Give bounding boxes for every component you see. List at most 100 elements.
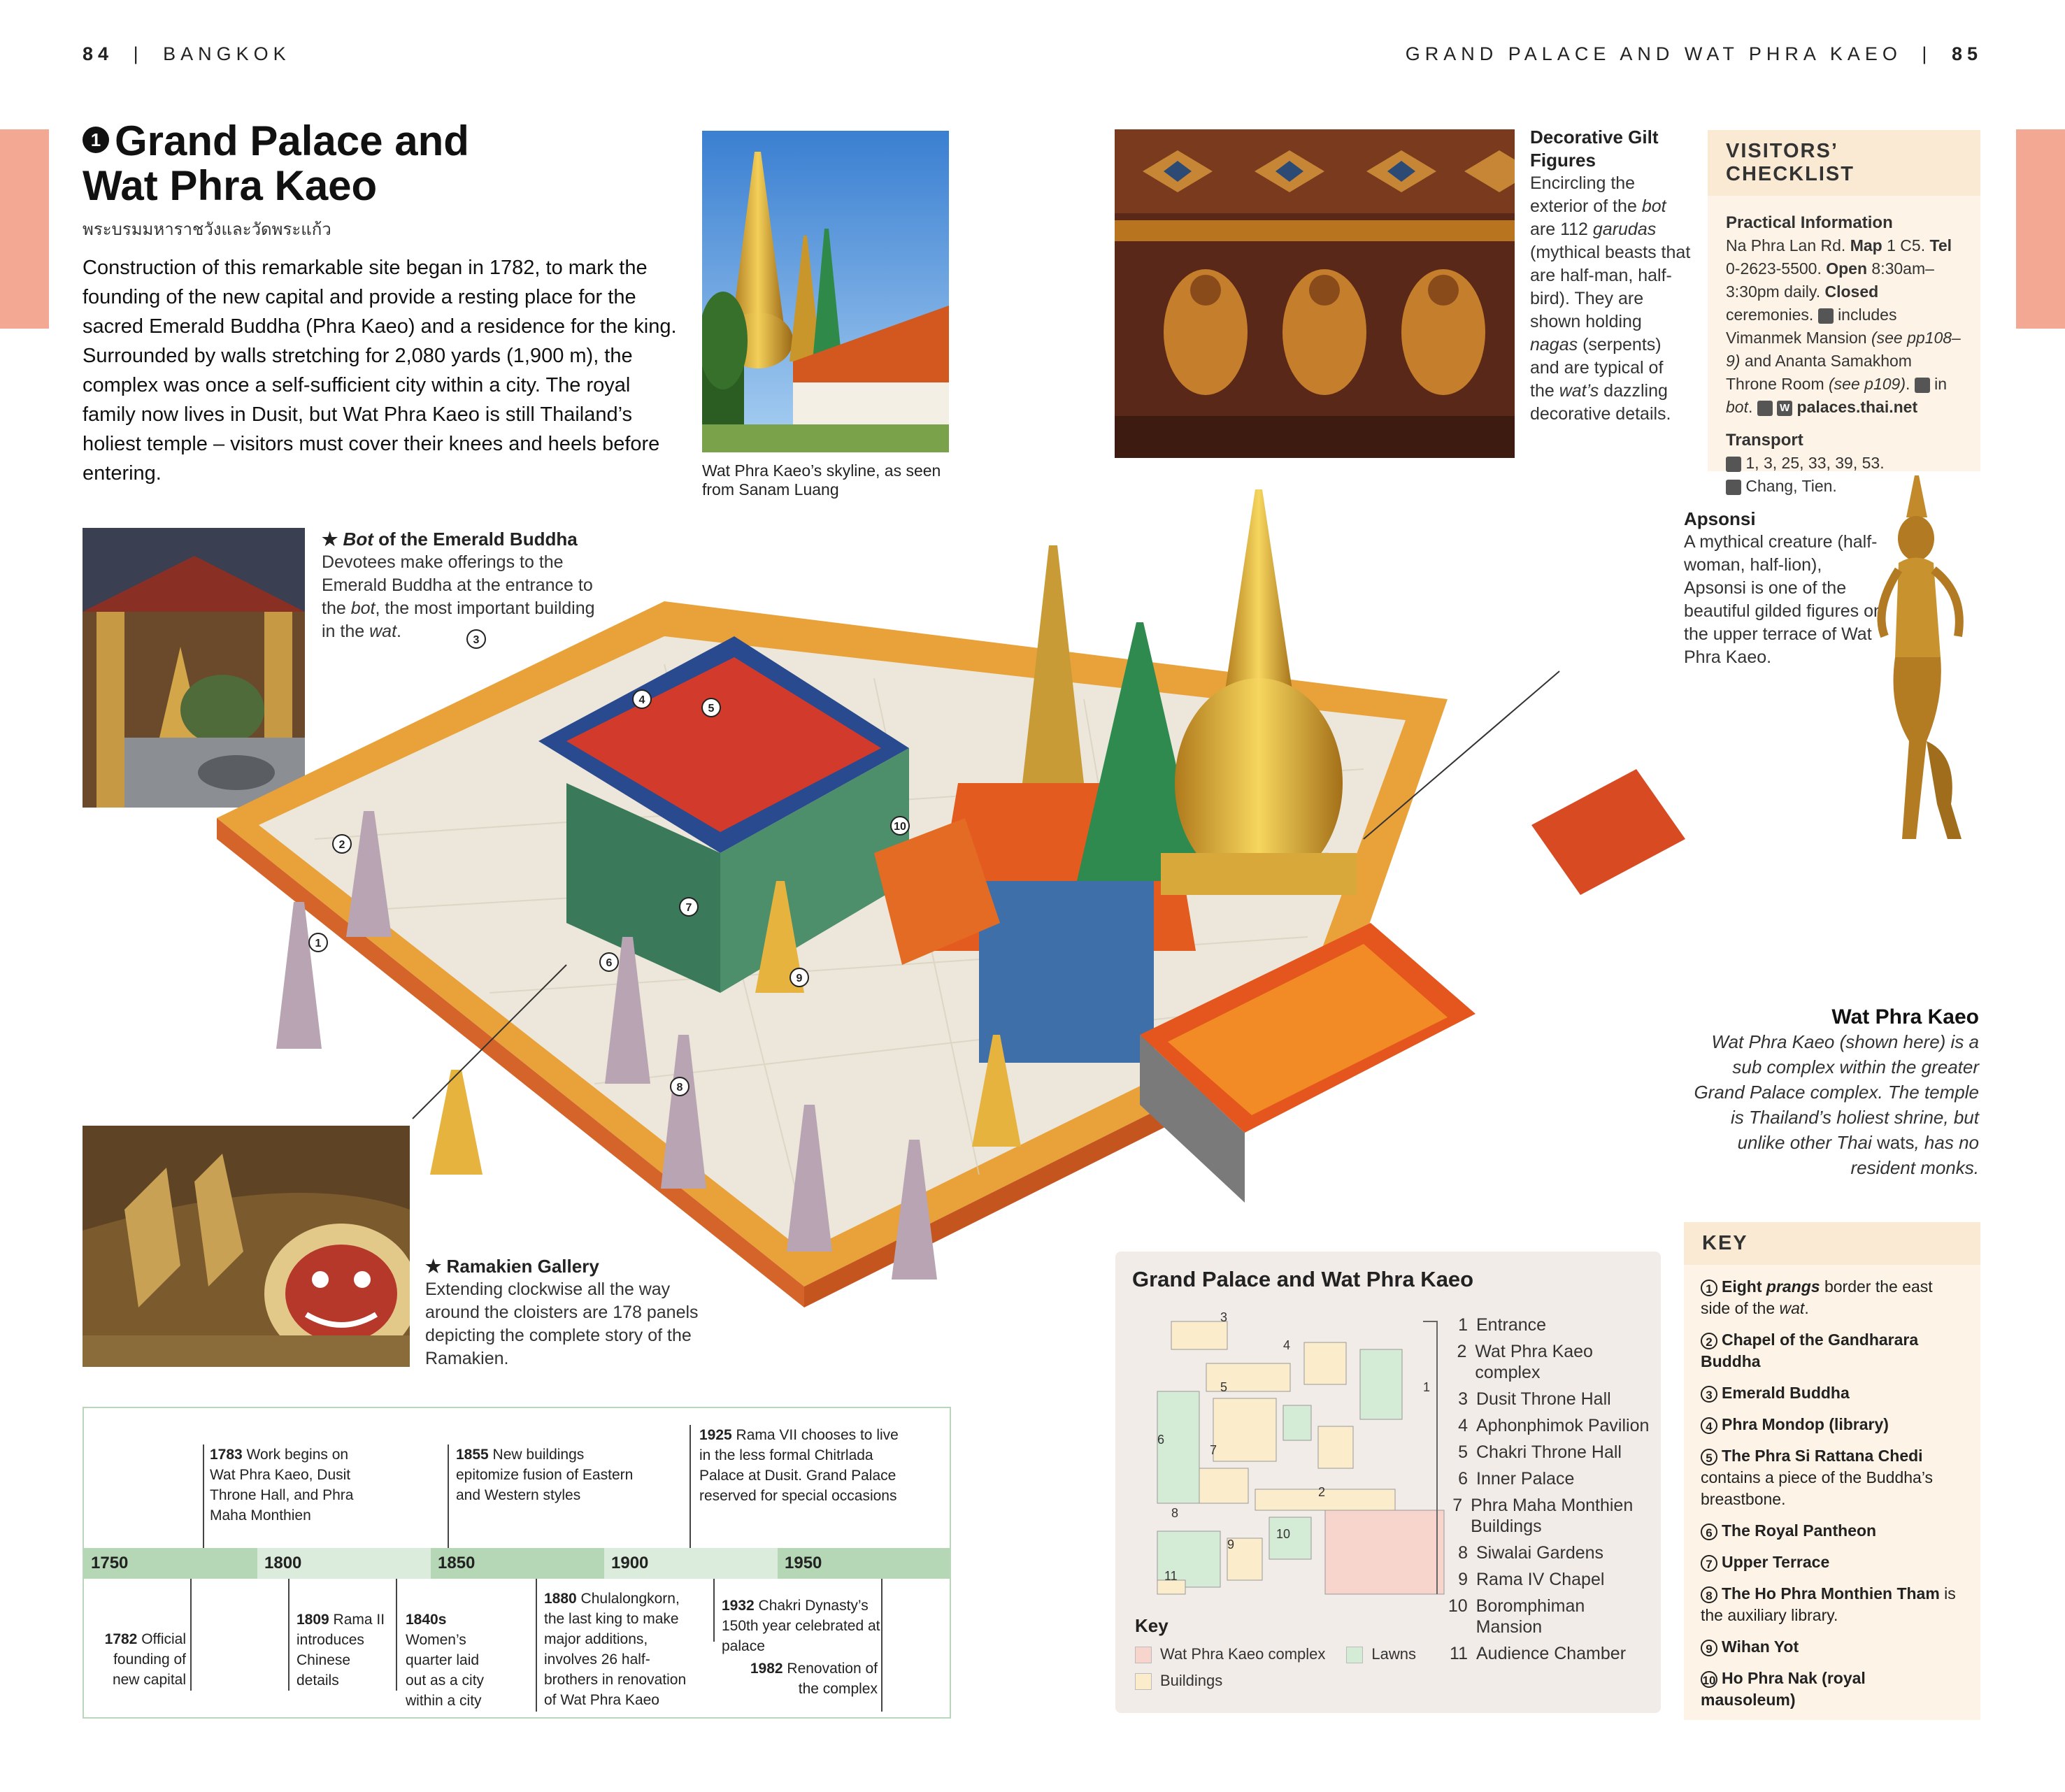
site-map-marker: 7 bbox=[1210, 1443, 1217, 1457]
legend-item: Wat Phra Kaeo complex bbox=[1135, 1644, 1325, 1665]
ramakien-photo bbox=[83, 1126, 410, 1367]
practical-information: Practical Information Na Phra Lan Rd. Ma… bbox=[1708, 196, 1980, 498]
timeline-event-above: 1925 Rama VII chooses to live in the les… bbox=[699, 1427, 899, 1504]
svg-text:3: 3 bbox=[473, 634, 480, 646]
svg-text:6: 6 bbox=[606, 957, 613, 969]
right-page-number: 85 bbox=[1951, 43, 1982, 64]
timeline-decade: 1850 bbox=[431, 1548, 604, 1579]
bot-photo bbox=[83, 528, 305, 808]
illustration-marker: 4 bbox=[632, 689, 652, 709]
skyline-photo bbox=[702, 131, 949, 452]
left-section-name: BANGKOK bbox=[163, 43, 291, 64]
timeline-event-below: 1809 Rama II introduces Chinese details bbox=[296, 1612, 385, 1689]
gilt-figures-title: Decorative Gilt Figures bbox=[1530, 127, 1659, 171]
intro-paragraph: Construction of this remarkable site beg… bbox=[83, 257, 677, 485]
boat-icon bbox=[1726, 479, 1741, 495]
star-icon: ★ bbox=[425, 1256, 442, 1277]
ramakien-label: ★ Ramakien Gallery Extending clockwise a… bbox=[425, 1255, 705, 1370]
legend-swatch-lawns bbox=[1346, 1647, 1364, 1664]
history-timeline: 1783 Work begins on Wat Phra Kaeo, Dusit… bbox=[83, 1407, 951, 1719]
practical-information-heading: Practical Information bbox=[1726, 213, 1893, 232]
left-page-header: 84 | BANGKOK bbox=[83, 43, 291, 64]
transport-heading: Transport bbox=[1726, 431, 1803, 450]
skyline-caption: Wat Phra Kaeo’s skyline, as seen from Sa… bbox=[702, 461, 941, 499]
timeline-event-above: 1855 New buildings epitomize fusion of E… bbox=[456, 1447, 634, 1503]
bus-info: 1, 3, 25, 33, 39, 53. bbox=[1726, 452, 1962, 475]
svg-text:7: 7 bbox=[686, 902, 692, 914]
timeline-decade: 1950 bbox=[778, 1548, 950, 1579]
timeline-event-above: 1783 Work begins on Wat Phra Kaeo, Dusit… bbox=[210, 1447, 354, 1524]
no-photography-icon bbox=[1914, 377, 1930, 393]
illustration-marker: 1 bbox=[308, 933, 328, 952]
website-link[interactable]: palaces.thai.net bbox=[1796, 398, 1918, 416]
key-heading: KEY bbox=[1684, 1222, 1980, 1265]
illustration-marker: 10 bbox=[890, 816, 910, 836]
timeline-bar: 1750 1800 1850 1900 1950 bbox=[84, 1548, 950, 1579]
svg-text:8: 8 bbox=[677, 1082, 683, 1094]
title-number: 1 bbox=[83, 127, 109, 154]
bot-body: Devotees make offerings to the Emerald B… bbox=[322, 552, 595, 641]
timeline-decade: 1900 bbox=[604, 1548, 778, 1579]
gilt-figures-photo bbox=[1115, 129, 1515, 458]
ramakien-mural-art bbox=[83, 1126, 410, 1367]
illustration-marker: 2 bbox=[332, 834, 352, 854]
illustration-marker: 5 bbox=[701, 698, 721, 717]
svg-text:2: 2 bbox=[339, 839, 345, 851]
thai-title: พระบรมมหาราชวังและวัดพระแก้ว bbox=[83, 220, 331, 239]
site-map-legend: Key Wat Phra Kaeo complex Lawns Building… bbox=[1135, 1615, 1443, 1691]
legend-item: Lawns bbox=[1346, 1644, 1416, 1665]
ramakien-title: ★ Ramakien Gallery bbox=[425, 1256, 599, 1277]
bot-photo-art bbox=[83, 528, 305, 808]
ramakien-body: Extending clockwise all the way around t… bbox=[425, 1280, 699, 1368]
practical-information-body: Na Phra Lan Rd. Map 1 C5. Tel 0-2623-550… bbox=[1726, 236, 1961, 416]
bot-label: ★ Bot of the Emerald Buddha Devotees mak… bbox=[322, 528, 601, 643]
title-line-2: Wat Phra Kaeo bbox=[83, 162, 378, 209]
site-map-marker: 11 bbox=[1164, 1569, 1178, 1583]
apsonsi-title: Apsonsi bbox=[1684, 508, 1756, 529]
timeline-event-below: 1982 Renovation of the complex bbox=[750, 1661, 878, 1697]
wat-phra-kaeo-title: Wat Phra Kaeo bbox=[1831, 1005, 1979, 1028]
illustration-marker: 7 bbox=[679, 897, 699, 917]
svg-text:4: 4 bbox=[639, 694, 645, 706]
left-edge-tab bbox=[0, 129, 49, 329]
site-map-marker: 3 bbox=[1220, 1310, 1227, 1324]
timeline-event-below: 1880 Chulalongkorn, the last king to mak… bbox=[544, 1591, 687, 1708]
shop-icon bbox=[1757, 400, 1773, 416]
bus-icon bbox=[1726, 456, 1741, 472]
timeline-event-below: 1840s Women’s quarter laid out as a city… bbox=[406, 1612, 485, 1709]
site-map-marker: 4 bbox=[1283, 1338, 1290, 1352]
right-page-header: GRAND PALACE AND WAT PHRA KAEO | 85 bbox=[1405, 43, 1982, 64]
visitors-checklist-heading: VISITORS’ CHECKLIST bbox=[1708, 130, 1980, 196]
illustration-marker: 8 bbox=[670, 1077, 689, 1096]
site-map-marker: 6 bbox=[1157, 1433, 1164, 1447]
svg-text:1: 1 bbox=[315, 938, 322, 949]
skyline-photo-art bbox=[702, 131, 949, 452]
legend-swatch-buildings bbox=[1135, 1673, 1152, 1691]
boat-info: Chang, Tien. bbox=[1726, 475, 1962, 498]
site-map-title: Grand Palace and Wat Phra Kaeo bbox=[1132, 1267, 1474, 1291]
